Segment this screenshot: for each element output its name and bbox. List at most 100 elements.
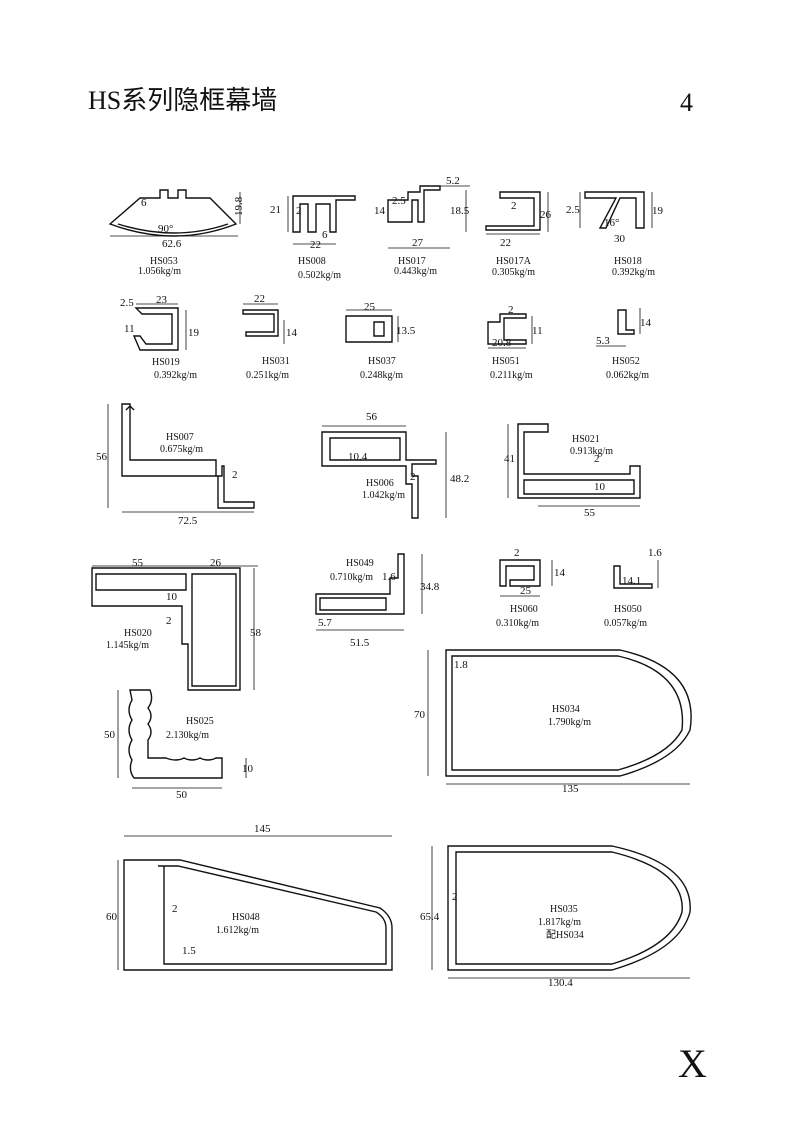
profile-weight: 0.392kg/m [154, 370, 197, 381]
dim: 145 [254, 823, 271, 835]
profile-code: HS006 [366, 478, 394, 489]
profile-weight: 2.130kg/m [166, 730, 209, 741]
dim: 11 [532, 325, 543, 337]
profile-drawing [292, 195, 356, 233]
profile-hs017a: 2 26 22 HS017A 0.305kg/m [485, 191, 552, 278]
dim: 5.2 [446, 175, 460, 187]
profile-weight: 0.248kg/m [360, 370, 403, 381]
profile-weight: 1.042kg/m [362, 490, 405, 501]
profile-weight: 0.502kg/m [298, 270, 341, 281]
profile-hs021: 41 2 10 55 HS021 0.913kg/m [504, 423, 641, 519]
profile-code: HS031 [262, 356, 290, 367]
dim: 26 [540, 209, 552, 221]
dim: 2 [166, 615, 172, 627]
dim: 55 [584, 507, 596, 519]
profile-note: 配HS034 [546, 929, 584, 941]
dim: 18.5 [450, 205, 470, 217]
dim: 27 [412, 237, 424, 249]
profile-weight: 1.612kg/m [216, 925, 259, 936]
profile-code: HS017 [398, 256, 426, 267]
dim: 51.5 [350, 637, 370, 649]
profile-hs025: 50 10 50 HS025 2.130kg/m [104, 689, 254, 801]
dim: 41 [504, 453, 515, 465]
profile-hs018: 2.5 19 16° 30 HS018 0.392kg/m [566, 191, 664, 278]
dim: 72.5 [178, 515, 198, 527]
dim: 2 [508, 304, 514, 316]
dim: 22 [254, 293, 265, 305]
profile-hs019: 2.5 23 11 19 HS019 0.392kg/m [120, 294, 200, 381]
profile-hs034: 1.8 70 135 HS034 1.790kg/m [414, 649, 692, 795]
dim: 14.1 [622, 575, 641, 587]
profile-weight: 0.913kg/m [570, 446, 613, 457]
profile-hs049: 1.6 34.8 5.7 51.5 HS049 0.710kg/m [315, 553, 440, 649]
profile-code: HS008 [298, 256, 326, 267]
profile-drawing [499, 559, 541, 587]
profile-weight: 0.310kg/m [496, 618, 539, 629]
dim: 2 [514, 547, 520, 559]
dim: 130.4 [548, 977, 573, 989]
profile-drawing [487, 313, 527, 345]
profile-drawing [242, 309, 279, 337]
dim: 2 [296, 205, 302, 217]
profile-weight: 1.817kg/m [538, 917, 581, 928]
dim: 2 [172, 903, 178, 915]
profile-weight: 0.710kg/m [330, 572, 373, 583]
profile-code: HS048 [232, 912, 260, 923]
profile-drawing [485, 191, 541, 231]
dim: 50 [104, 729, 116, 741]
dim: 62.6 [162, 238, 182, 250]
profile-drawing [345, 315, 393, 343]
dim: 2 [594, 453, 600, 465]
dim: 20.8 [492, 337, 512, 349]
dim: 58 [250, 627, 262, 639]
dim: 5.7 [318, 617, 332, 629]
dim: 10 [166, 591, 178, 603]
profile-weight: 0.251kg/m [246, 370, 289, 381]
page-letter: X [678, 1041, 707, 1086]
profile-drawing [128, 689, 223, 779]
dim: 19 [652, 205, 664, 217]
dim: 65.4 [420, 911, 440, 923]
profile-code: HS037 [368, 356, 396, 367]
profile-weight: 1.145kg/m [106, 640, 149, 651]
profile-code: HS060 [510, 604, 538, 615]
profile-weight: 1.790kg/m [548, 717, 591, 728]
dim: 55 [132, 557, 144, 569]
dim: 90° [158, 223, 173, 235]
profile-hs017: 5.2 14 2.5 18.5 27 HS017 0.443kg/m [374, 175, 470, 277]
profile-code: HS052 [612, 356, 640, 367]
dim: 10 [242, 763, 254, 775]
dim: 2.5 [120, 297, 134, 309]
profile-code: HS017A [496, 256, 532, 267]
dim: 2 [452, 891, 458, 903]
profile-weight: 0.675kg/m [160, 444, 203, 455]
dim: 56 [366, 411, 378, 423]
dim: 1.6 [648, 547, 662, 559]
profile-hs048: 145 60 2 1.5 HS048 1.612kg/m [106, 823, 393, 971]
profile-weight: 0.392kg/m [612, 267, 655, 278]
profile-hs051: 2 11 20.8 HS051 0.211kg/m [487, 304, 543, 381]
profile-hs050: 1.6 14.1 HS050 0.057kg/m [604, 547, 662, 629]
profile-drawing [91, 567, 241, 691]
profile-hs037: 25 13.5 HS037 0.248kg/m [345, 301, 416, 381]
profile-drawing [447, 845, 691, 971]
profile-code: HS020 [124, 628, 152, 639]
page-title: HS系列隐框幕墙 [88, 86, 278, 115]
profile-weight: 0.443kg/m [394, 266, 437, 277]
profile-code: HS025 [186, 716, 214, 727]
profile-code: HS007 [166, 432, 194, 443]
profile-hs052: 5.3 14 HS052 0.062kg/m [596, 308, 652, 381]
profile-code: HS050 [614, 604, 642, 615]
dim: 11 [124, 323, 135, 335]
dim: 48.2 [450, 473, 469, 485]
dim: 19.8 [233, 196, 245, 216]
dim: 14 [554, 567, 566, 579]
dim: 23 [156, 294, 168, 306]
profile-drawing [123, 859, 393, 971]
profile-drawing [121, 403, 255, 509]
profile-hs060: 2 14 25 HS060 0.310kg/m [496, 547, 566, 629]
profile-drawing [584, 191, 645, 229]
dim: 2 [232, 469, 238, 481]
profile-drawing [387, 185, 441, 223]
